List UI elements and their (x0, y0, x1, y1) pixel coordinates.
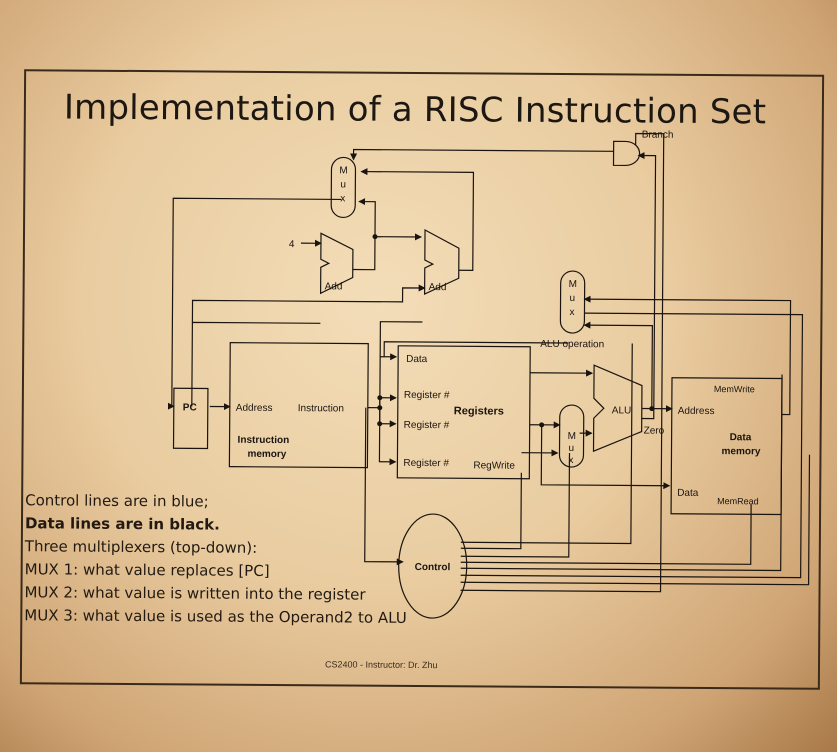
reg-register2-label: Register # (404, 420, 450, 431)
mux2-letter-u: u (570, 293, 576, 304)
memwrite-label: MemWrite (714, 384, 755, 394)
note-mux3: MUX 3: what value is used as the Operand… (24, 606, 407, 627)
notes-text: Control lines are in blue; Data lines ar… (24, 489, 407, 630)
registers-title: Registers (454, 405, 504, 417)
note-mux2: MUX 2: what value is written into the re… (24, 583, 366, 604)
reg-register3-label: Register # (403, 458, 449, 469)
alu-label: ALU (612, 405, 632, 416)
memread-label: MemRead (717, 496, 759, 506)
mux2-letter-x: x (569, 307, 574, 318)
mux3-letter-m: M (568, 431, 576, 442)
slide: Implementation of a RISC Instruction Set (19, 69, 825, 690)
note-mux1: MUX 1: what value replaces [PC] (24, 560, 270, 580)
imem-instruction-label: Instruction (298, 403, 344, 414)
mux1-letter-u: u (340, 179, 346, 190)
mux3-letter-x: x (568, 455, 573, 466)
mux2-letter-m: M (569, 279, 577, 290)
imem-title-line1: Instruction (238, 435, 290, 446)
dmem-title-line1: Data (730, 432, 752, 443)
alu-operation-label: ALU operation (540, 339, 604, 350)
branch-label: Branch (642, 130, 674, 141)
dmem-title-line2: memory (721, 446, 760, 457)
regwrite-label: RegWrite (473, 460, 515, 471)
control-label: Control (415, 562, 451, 573)
reg-data-label: Data (406, 354, 428, 365)
note-three-muxes: Three multiplexers (top-down): (24, 537, 258, 557)
reg-register1-label: Register # (404, 390, 450, 401)
imem-address-label: Address (236, 403, 273, 414)
mux1-letter-m: M (339, 165, 347, 176)
constant-four: 4 (289, 239, 295, 250)
add1-label: Add (325, 281, 343, 292)
dmem-address-label: Address (678, 406, 715, 417)
mux3-letter-u: u (568, 443, 574, 454)
note-data-lines: Data lines are in black. (24, 514, 220, 534)
pc-label: PC (183, 402, 197, 413)
dmem-data-label: Data (677, 488, 699, 499)
zero-label: Zero (644, 426, 665, 437)
imem-title-line2: memory (247, 449, 286, 460)
note-control-lines: Control lines are in blue; (25, 491, 209, 511)
add2-label: Add (429, 282, 447, 293)
datapath-diagram: Branch M u x 4 Add Add M u x ALU operati… (167, 130, 811, 619)
slide-footer: CS2400 - Instructor: Dr. Zhu (324, 659, 438, 671)
mux1-letter-x: x (340, 193, 345, 204)
